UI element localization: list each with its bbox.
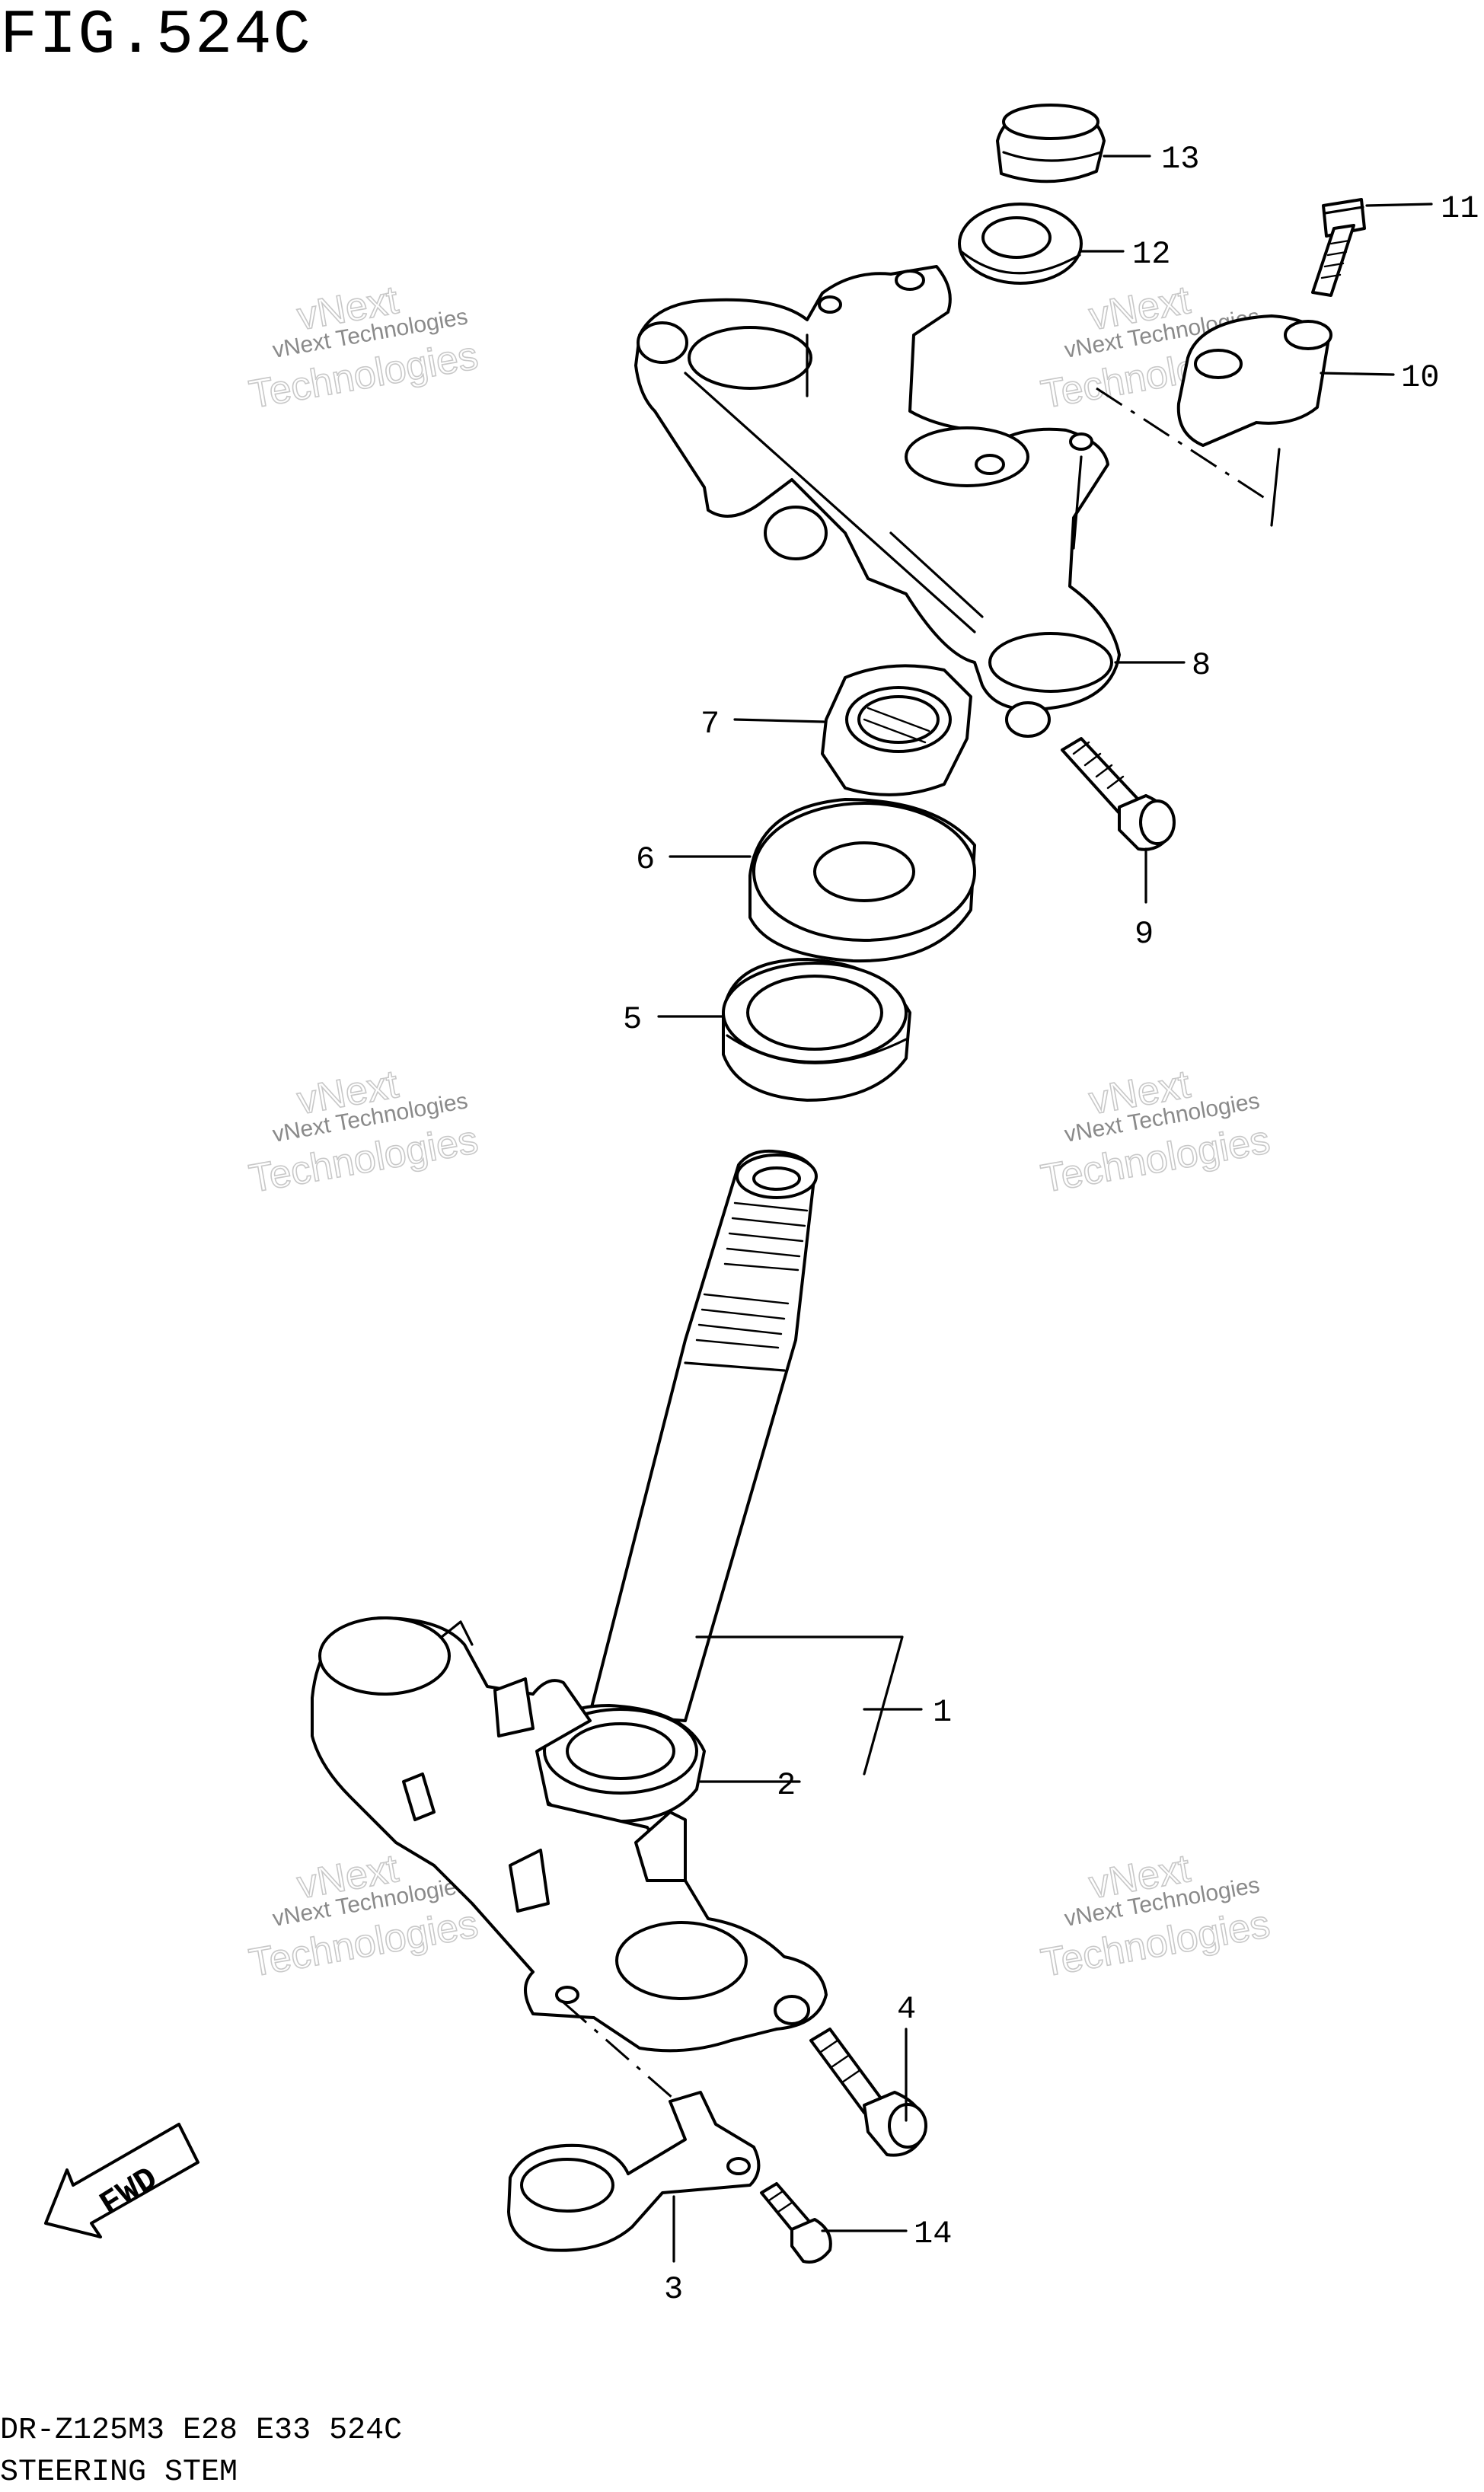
callout-7: 7: [701, 706, 720, 742]
part-6-seal: [748, 798, 976, 963]
part-4-bolt: [809, 2028, 927, 2157]
callout-9: 9: [1135, 916, 1154, 952]
callout-3: 3: [664, 2271, 683, 2308]
part-7-nut: [821, 664, 972, 796]
part-lower-bracket: [311, 1616, 828, 2111]
diagram-caption: STEERING STEM: [0, 2455, 238, 2490]
callout-12: 12: [1132, 236, 1170, 273]
callout-14: 14: [914, 2216, 952, 2252]
callout-1: 1: [933, 1694, 952, 1731]
part-13-cap: [996, 104, 1106, 183]
model-code: DR-Z125M3 E28 E33 524C: [0, 2414, 403, 2448]
leader-lines: [657, 155, 1433, 2263]
callout-8: 8: [1192, 647, 1211, 684]
callout-5: 5: [623, 1001, 642, 1038]
part-10-holder: [1096, 314, 1332, 527]
part-1-steering-stem: [589, 1149, 818, 1722]
watermark-top-left: vNext vNext Technologies Technologies: [245, 277, 482, 417]
callout-13: 13: [1161, 141, 1199, 177]
part-12-washer: [958, 203, 1083, 285]
callout-6: 6: [636, 841, 655, 878]
part-5-bearing: [722, 958, 911, 1102]
callout-2: 2: [777, 1767, 796, 1804]
figure-title: FIG.524C: [0, 0, 312, 71]
part-3-guide: [507, 2091, 761, 2252]
part-8-upper-bracket: [634, 265, 1121, 738]
callout-labels: 13 12 11 10 8 7 9 6 5 1 2 4 3 14: [623, 141, 1479, 2308]
callout-11: 11: [1441, 190, 1479, 227]
part-14-bolt: [760, 2182, 832, 2264]
callout-10: 10: [1401, 359, 1439, 396]
fwd-arrow-icon: FWD: [44, 2123, 199, 2238]
watermark-bottom-right: vNext vNext Technologies Technologies: [1037, 1846, 1274, 1986]
watermark-mid-left: vNext vNext Technologies Technologies: [245, 1061, 482, 1201]
callout-4: 4: [897, 1991, 916, 2028]
part-9-bolt: [1061, 737, 1176, 851]
watermark-mid-right: vNext vNext Technologies Technologies: [1037, 1061, 1274, 1201]
part-11-bolt: [1311, 198, 1366, 297]
